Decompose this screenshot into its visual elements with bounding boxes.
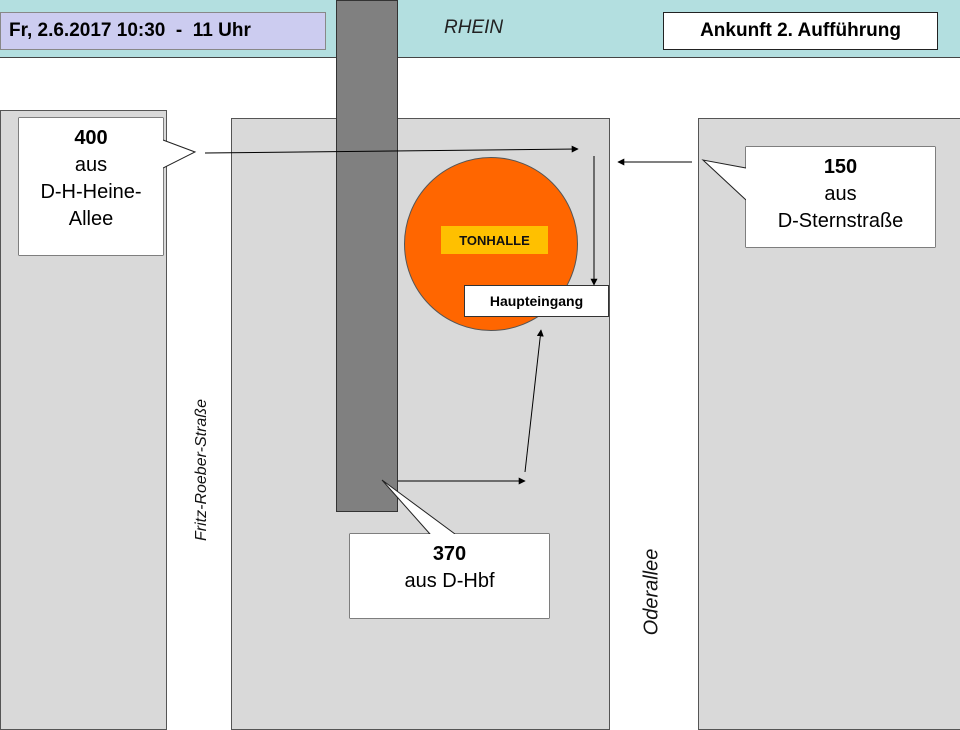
callout-370-count: 370 xyxy=(432,543,467,565)
callout-150-line2: D-Sternstraße xyxy=(777,210,904,232)
callout-150-line1: aus xyxy=(824,183,857,205)
callout-150: 150 aus D-Sternstraße xyxy=(746,147,935,247)
arrow-370-north xyxy=(524,329,544,473)
phase-label: Ankunft 2. Aufführung xyxy=(663,12,938,50)
callout-400: 400 aus D-H-Heine- Allee xyxy=(19,118,163,255)
river-label: RHEIN xyxy=(444,17,504,38)
callout-150-count: 150 xyxy=(823,156,858,178)
callout-400-line1: aus xyxy=(74,154,108,176)
callout-400-line3: Allee xyxy=(68,208,114,230)
callout-370: 370 aus D-Hbf xyxy=(350,534,549,618)
date-time-label: Fr, 2.6.2017 10:30 - 11 Uhr xyxy=(0,12,326,50)
callout-370-line1: aus D-Hbf xyxy=(404,570,495,592)
callout-400-count: 400 xyxy=(74,127,108,149)
callout-400-line2: D-H-Heine- xyxy=(40,181,142,203)
arrow-400-flow xyxy=(204,145,579,154)
main-entrance-label: Haupteingang xyxy=(464,285,609,317)
tonhalle-label: TONHALLE xyxy=(441,226,548,254)
rail-strip xyxy=(336,0,398,512)
